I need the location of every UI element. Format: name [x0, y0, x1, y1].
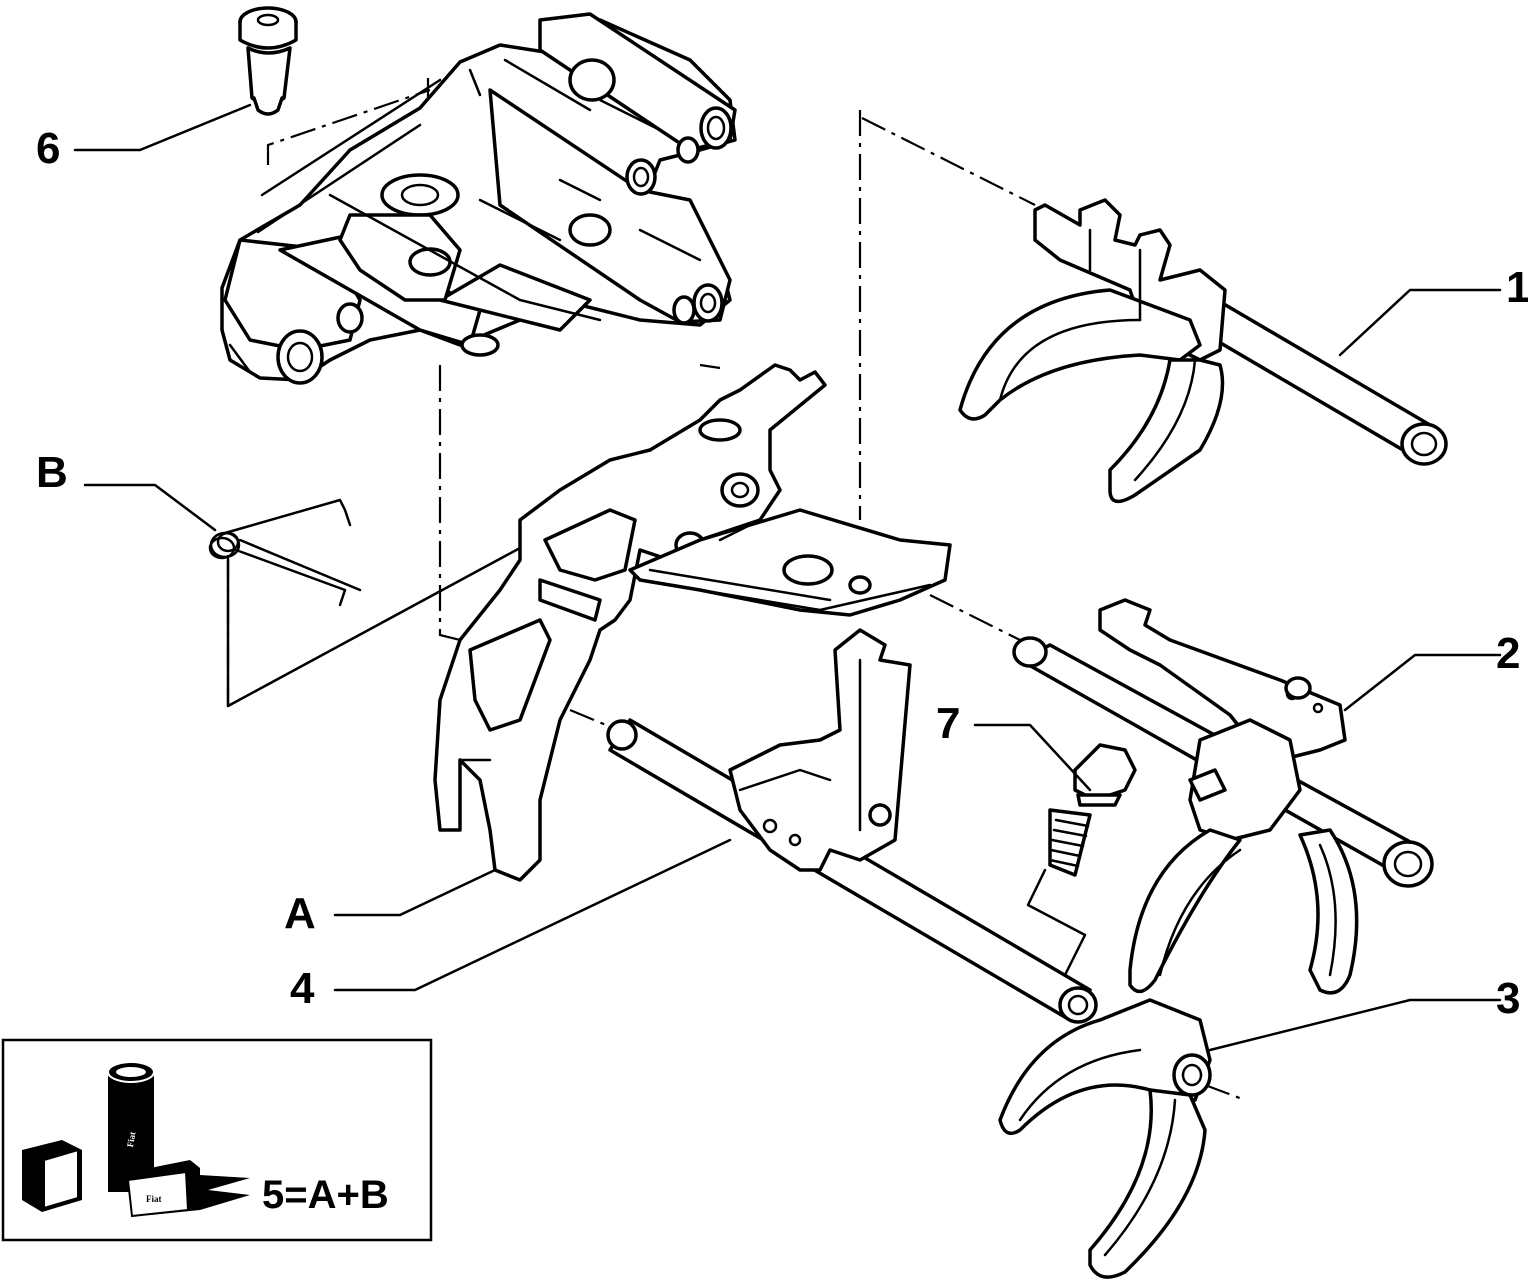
- leader-lines: [73, 103, 1502, 1052]
- kit-box-right-brand: Fiat: [146, 1194, 162, 1204]
- callout-7: 7: [936, 699, 960, 748]
- shift-fork-part-3: [998, 998, 1212, 1279]
- kit-box-left-icon: Fiat: [22, 1140, 82, 1212]
- shift-fork-part-2: [1012, 598, 1434, 995]
- bolt-part-7: [1048, 743, 1137, 877]
- fork-part-a: [433, 363, 952, 882]
- shift-rod-part-4: [606, 628, 1098, 1024]
- callout-6: 6: [36, 124, 60, 173]
- pin-part-6: [238, 6, 298, 116]
- kit-box-left-brand: Fiat: [26, 1170, 39, 1187]
- callout-a: A: [284, 889, 316, 938]
- kit-can-brand: Fiat: [125, 1131, 138, 1148]
- spring-clip-part-b: [208, 498, 362, 607]
- kit-can-icon: Fiat: [107, 1061, 155, 1192]
- callout-b: B: [36, 448, 68, 497]
- callout-1: 1: [1506, 263, 1528, 312]
- kit-box: Fiat Fiat Fiat 5=A+B: [1, 1038, 433, 1242]
- kit-formula: 5=A+B: [262, 1173, 389, 1217]
- callout-3: 3: [1496, 974, 1520, 1023]
- kit-box-right-icon: Fiat: [126, 1160, 250, 1218]
- callout-labels: 6 B 1 2 7 A 4 3: [36, 124, 1528, 1023]
- callout-4: 4: [290, 964, 315, 1013]
- selector-housing: [220, 12, 737, 385]
- shift-fork-part-1: [958, 198, 1448, 504]
- callout-2: 2: [1496, 629, 1520, 678]
